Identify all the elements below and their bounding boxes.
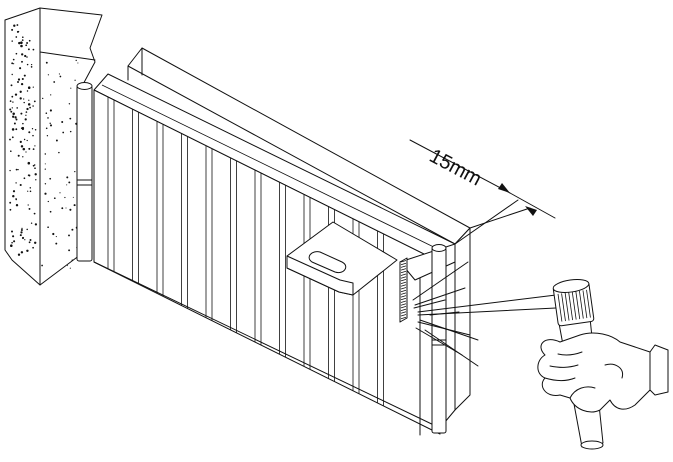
hinge-pin: [76, 82, 93, 262]
hand-icon: [537, 332, 669, 413]
weld-seam: [400, 260, 407, 320]
impact-sparks: [412, 261, 557, 367]
corner-post: [431, 244, 447, 434]
dimension-label: 15mm: [426, 145, 485, 191]
back-panel: [127, 47, 471, 411]
slotted-bracket: [286, 221, 398, 296]
hammer-knurl: [557, 289, 591, 322]
wall-texture: [9, 24, 79, 269]
